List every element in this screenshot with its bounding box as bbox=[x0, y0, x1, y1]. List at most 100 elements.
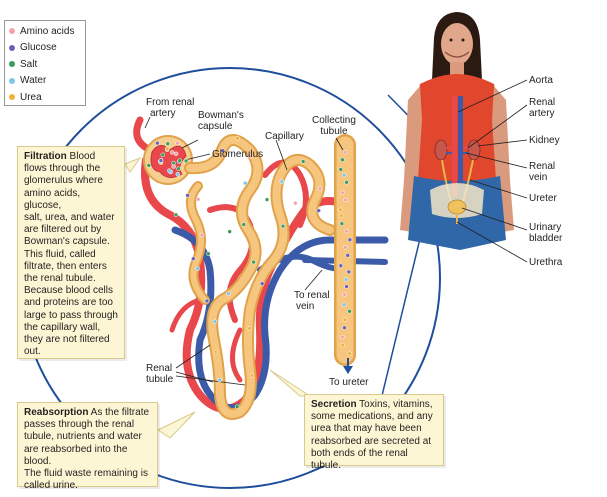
callout-line: Reabsorption As the filtrate bbox=[24, 407, 150, 418]
legend-label: Glucose bbox=[20, 42, 57, 54]
callout-line: are filtered out by bbox=[24, 224, 102, 236]
molecule-dot bbox=[173, 212, 179, 218]
callout-line: some medications, and any bbox=[311, 411, 433, 423]
label-bowmans-capsule-line2: capsule bbox=[198, 121, 233, 132]
label-renal-artery-line2: artery bbox=[529, 108, 555, 119]
molecule-dot bbox=[241, 222, 247, 227]
molecule-dot bbox=[317, 186, 323, 191]
nephron-leader-lines bbox=[144, 116, 344, 386]
molecule-dot bbox=[342, 292, 347, 297]
callout-line: flows through the bbox=[24, 163, 101, 175]
legend-label: Amino acids bbox=[20, 25, 75, 37]
legend-item: Glucose bbox=[9, 40, 81, 57]
molecule-dot bbox=[339, 221, 345, 226]
molecule-dot bbox=[155, 140, 160, 146]
label-renal-artery-line1: Renal bbox=[529, 97, 556, 108]
molecule-dot bbox=[340, 334, 345, 340]
molecule-dot bbox=[342, 149, 348, 155]
filtration-pointer bbox=[124, 156, 142, 173]
callout-line: both ends of the renal tubule. bbox=[311, 447, 408, 472]
label-from-renal-artery-line1: From renal bbox=[146, 97, 195, 108]
legend-dot-icon bbox=[9, 94, 15, 101]
callout-line: passes through the renal bbox=[24, 419, 135, 431]
label-ureter: Ureter bbox=[529, 193, 557, 204]
molecule-dot bbox=[195, 197, 201, 202]
molecule-dot bbox=[158, 158, 164, 163]
molecule-dot bbox=[249, 373, 255, 378]
label-renal-vein: Renal vein bbox=[529, 161, 555, 183]
molecule-dot bbox=[340, 157, 345, 163]
molecule-dot bbox=[248, 154, 253, 159]
callout-line: Filtration Blood bbox=[24, 151, 96, 162]
legend-item: Salt bbox=[9, 56, 81, 73]
legend-dot-icon bbox=[9, 61, 15, 68]
molecule-dot bbox=[213, 349, 219, 355]
molecule-dot bbox=[183, 158, 189, 164]
label-to-renal-vein-line2: vein bbox=[296, 301, 315, 312]
molecule-dot bbox=[264, 197, 270, 202]
molecule-dot bbox=[164, 146, 170, 151]
label-renal-tubule-line1: Renal bbox=[146, 363, 173, 374]
label-urinary-bladder-line2: bladder bbox=[529, 233, 563, 244]
person-figure bbox=[400, 12, 514, 250]
molecule-dot bbox=[227, 229, 232, 234]
molecule-dot bbox=[280, 223, 286, 229]
body-leader-lines bbox=[456, 79, 528, 263]
molecule-dot bbox=[175, 140, 180, 146]
label-kidney: Kidney bbox=[529, 135, 560, 146]
label-renal-vein-line1: Renal bbox=[529, 161, 556, 172]
label-to-renal-vein-line1: To renal bbox=[294, 290, 330, 301]
label-capillary: Capillary bbox=[265, 131, 304, 142]
legend-label: Urea bbox=[20, 91, 42, 103]
label-urinary-bladder: Urinary bladder bbox=[529, 222, 562, 244]
label-bowmans-capsule-line1: Bowman's bbox=[198, 110, 244, 121]
callout-line: out. bbox=[24, 346, 41, 358]
molecule-dot bbox=[212, 319, 218, 324]
molecule-dot bbox=[247, 326, 253, 331]
label-collecting-tubule-line2: tubule bbox=[320, 126, 348, 137]
particles-layer bbox=[146, 136, 353, 409]
label-to-ureter: To ureter bbox=[329, 377, 369, 388]
molecule-dot bbox=[338, 207, 343, 213]
label-renal-tubule-line2: tubule bbox=[146, 374, 174, 385]
molecule-dot bbox=[316, 208, 321, 213]
callout-line: the renal tubule. bbox=[24, 273, 96, 285]
secretion-pointer bbox=[269, 369, 312, 397]
callout-title: Filtration bbox=[24, 151, 67, 162]
molecule-dot bbox=[165, 141, 170, 147]
molecule-dot bbox=[160, 152, 165, 158]
molecule-dot bbox=[341, 172, 347, 178]
molecule-dot bbox=[220, 148, 226, 153]
reabsorption-pointer bbox=[156, 411, 196, 439]
molecule-dot bbox=[259, 281, 265, 286]
molecule-dot bbox=[169, 150, 175, 155]
molecule-dot bbox=[251, 259, 256, 265]
secretion-callout: Secretion Toxins, vitamins,some medicati… bbox=[304, 394, 444, 471]
callout-title: Reabsorption bbox=[24, 407, 89, 418]
molecule-dot bbox=[234, 404, 240, 409]
molecule-dot bbox=[340, 342, 345, 348]
label-collecting-tubule: Collecting tubule bbox=[312, 115, 356, 137]
callout-line: Secretion Toxins, vitamins, bbox=[311, 399, 433, 410]
callout-line: reabsorbed are secreted at bbox=[311, 435, 432, 447]
molecule-dot bbox=[346, 269, 352, 275]
molecule-dot bbox=[217, 377, 222, 383]
legend-dot-icon bbox=[9, 28, 15, 35]
callout-line: salt, urea, and water bbox=[24, 212, 115, 224]
molecule-dot bbox=[340, 190, 345, 195]
molecule-dot bbox=[344, 284, 349, 289]
callout-line: called urine. bbox=[24, 480, 78, 492]
label-to-renal-vein: To renal vein bbox=[294, 290, 330, 312]
label-urethra: Urethra bbox=[529, 257, 563, 268]
legend-label: Water bbox=[20, 75, 47, 87]
label-renal-artery: Renal artery bbox=[529, 97, 555, 119]
label-aorta: Aorta bbox=[529, 75, 553, 86]
label-from-renal-artery-line2: artery bbox=[150, 108, 176, 119]
molecule-dot bbox=[344, 228, 349, 234]
molecule-dot bbox=[343, 245, 348, 250]
callout-line: amino acids, glucose, bbox=[24, 187, 81, 211]
label-urinary-bladder-line1: Urinary bbox=[529, 222, 562, 233]
label-bowmans-capsule: Bowman's capsule bbox=[198, 110, 244, 132]
molecule-dot bbox=[342, 325, 347, 331]
